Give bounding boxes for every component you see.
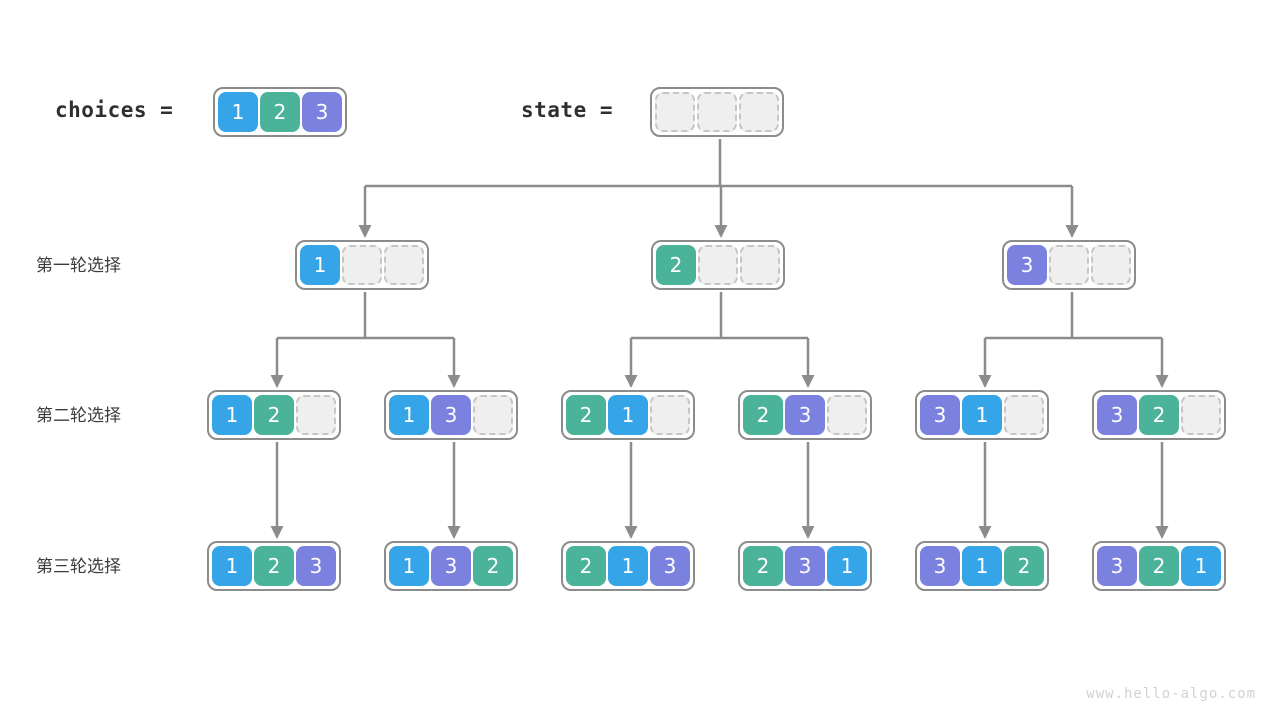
row-label-round-3: 第三轮选择 <box>36 557 121 577</box>
r3n1-cell-1: 2 <box>254 546 294 586</box>
r2n1-cell-1: 2 <box>254 395 294 435</box>
r2n5-cell-0: 3 <box>920 395 960 435</box>
r3n2-cell-0: 1 <box>389 546 429 586</box>
r1n2-cell-1 <box>698 245 738 285</box>
r1n1-cell-2 <box>384 245 424 285</box>
r3n2-cell-1: 3 <box>431 546 471 586</box>
r2n3-cell-1: 1 <box>608 395 648 435</box>
r3n3-cell-1: 1 <box>608 546 648 586</box>
r3n1-cell-0: 1 <box>212 546 252 586</box>
r3n6-cell-0: 3 <box>1097 546 1137 586</box>
r2n2-cell-1: 3 <box>431 395 471 435</box>
r1n1-cell-1 <box>342 245 382 285</box>
r2n5-cell-2 <box>1004 395 1044 435</box>
r2n5-cell-1: 1 <box>962 395 1002 435</box>
state-label: state = <box>521 98 614 122</box>
r2n3-cell-0: 2 <box>566 395 606 435</box>
r2n4-cell-2 <box>827 395 867 435</box>
r3n6-cell-2: 1 <box>1181 546 1221 586</box>
state-array <box>650 87 784 137</box>
row-label-round-1: 第一轮选择 <box>36 256 121 276</box>
r2n1-cell-2 <box>296 395 336 435</box>
watermark: www.hello-algo.com <box>1086 686 1256 702</box>
r3n5-cell-0: 3 <box>920 546 960 586</box>
r2n6-cell-2 <box>1181 395 1221 435</box>
r3n3-cell-2: 3 <box>650 546 690 586</box>
r1n2-cell-2 <box>740 245 780 285</box>
r2n4-cell-1: 3 <box>785 395 825 435</box>
r3n5-cell-2: 2 <box>1004 546 1044 586</box>
r1n2-cell-0: 2 <box>656 245 696 285</box>
r2n1-cell-0: 1 <box>212 395 252 435</box>
state-cell-0 <box>655 92 695 132</box>
r3n2-cell-2: 2 <box>473 546 513 586</box>
r3n3-cell-0: 2 <box>566 546 606 586</box>
r1n3-cell-2 <box>1091 245 1131 285</box>
r2n4-cell-0: 2 <box>743 395 783 435</box>
r2n6-cell-0: 3 <box>1097 395 1137 435</box>
r2n2-cell-0: 1 <box>389 395 429 435</box>
state-node-round-1-3: 3 <box>1002 240 1136 290</box>
choices-cell-2: 3 <box>302 92 342 132</box>
r3n4-cell-0: 2 <box>743 546 783 586</box>
choices-cell-0: 1 <box>218 92 258 132</box>
r2n2-cell-2 <box>473 395 513 435</box>
state-cell-1 <box>697 92 737 132</box>
state-node-round-1-1: 1 <box>295 240 429 290</box>
r3n4-cell-2: 1 <box>827 546 867 586</box>
state-cell-2 <box>739 92 779 132</box>
r3n1-cell-2: 3 <box>296 546 336 586</box>
r1n3-cell-1 <box>1049 245 1089 285</box>
choices-cell-1: 2 <box>260 92 300 132</box>
state-node-round-1-2: 2 <box>651 240 785 290</box>
row-label-round-2: 第二轮选择 <box>36 406 121 426</box>
r2n6-cell-1: 2 <box>1139 395 1179 435</box>
r3n6-cell-1: 2 <box>1139 546 1179 586</box>
r3n4-cell-1: 3 <box>785 546 825 586</box>
r1n1-cell-0: 1 <box>300 245 340 285</box>
r2n3-cell-2 <box>650 395 690 435</box>
r1n3-cell-0: 3 <box>1007 245 1047 285</box>
r3n5-cell-1: 1 <box>962 546 1002 586</box>
choices-label: choices = <box>55 98 174 122</box>
